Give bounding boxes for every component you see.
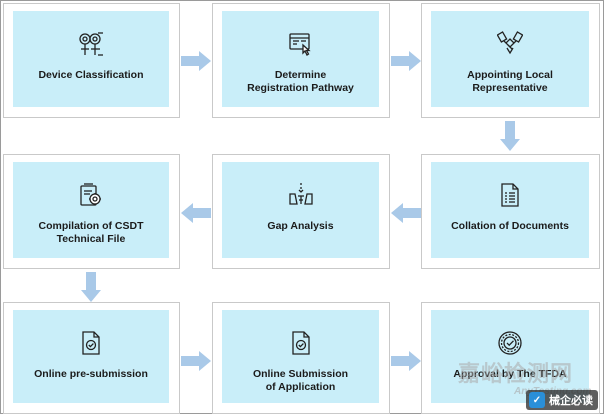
arrow-down (81, 272, 101, 302)
step-label: Appointing Local Representative (467, 69, 553, 94)
step-determine-registration-pathway: Determine Registration Pathway (212, 3, 390, 118)
file-check-icon (78, 330, 104, 356)
technical-file-icon (78, 182, 104, 208)
step-label: Online pre-submission (34, 368, 148, 380)
step-label: Collation of Documents (451, 220, 569, 232)
arrow-right (391, 51, 421, 71)
step-label: Gap Analysis (267, 220, 334, 232)
document-icon (497, 182, 523, 208)
step-compilation-csdt: Compilation of CSDT Technical File (3, 154, 180, 269)
step-online-submission: Online Submission of Application (212, 302, 390, 414)
step-approval-by-tfda: Approval by The TFDA (421, 302, 600, 414)
arrow-right (181, 51, 211, 71)
step-label: Compilation of CSDT Technical File (38, 220, 144, 245)
step-collation-of-documents: Collation of Documents (421, 154, 600, 269)
step-label: Device Classification (38, 69, 144, 81)
gap-analysis-icon (288, 182, 314, 208)
classification-icon (78, 31, 104, 57)
step-label: Approval by The TFDA (453, 368, 567, 380)
step-online-pre-submission: Online pre-submission (3, 302, 180, 414)
step-label: Online Submission of Application (252, 368, 349, 393)
file-check-icon (288, 330, 314, 356)
arrow-left (181, 203, 211, 223)
arrow-right (181, 351, 211, 371)
approval-seal-icon (497, 330, 523, 356)
step-appointing-local-representative: Appointing Local Representative (421, 3, 600, 118)
arrow-left (391, 203, 421, 223)
pathway-form-icon (288, 31, 314, 57)
step-gap-analysis: Gap Analysis (212, 154, 390, 269)
arrow-down (500, 121, 520, 151)
step-label: Determine Registration Pathway (247, 69, 354, 94)
step-device-classification: Device Classification (3, 3, 180, 118)
handshake-icon (497, 31, 523, 57)
arrow-right (391, 351, 421, 371)
